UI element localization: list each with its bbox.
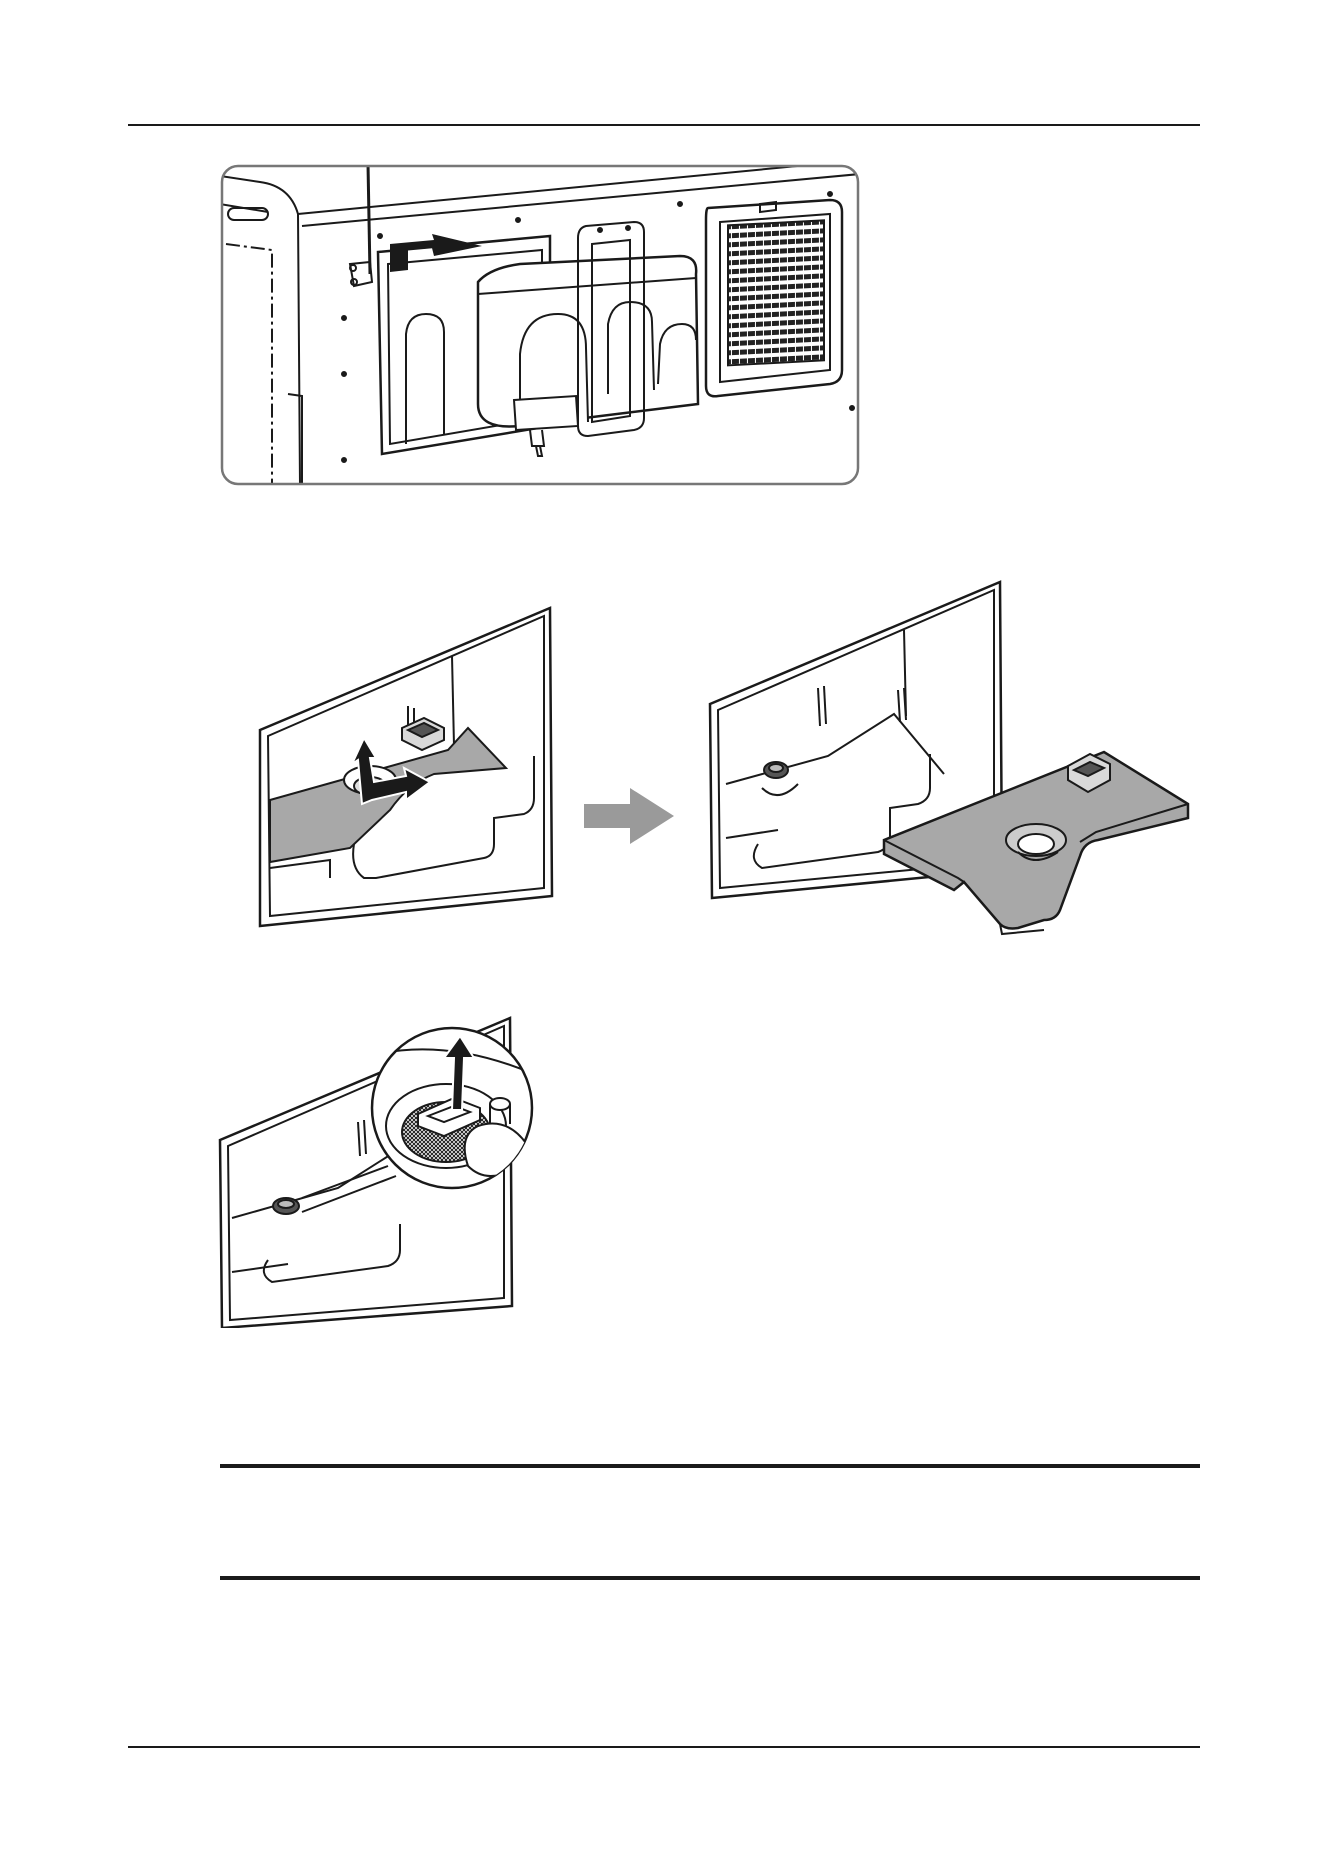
header-rule <box>128 124 1200 126</box>
note-box-bottom-rule <box>220 1576 1200 1580</box>
figure-remove-filter <box>218 1016 568 1328</box>
note-box-top-rule <box>220 1464 1200 1468</box>
footer-rule <box>128 1746 1200 1748</box>
note-box-text <box>230 1490 1190 1570</box>
figure-remove-tray <box>258 578 1198 948</box>
figure-remove-water-tank <box>220 164 860 486</box>
